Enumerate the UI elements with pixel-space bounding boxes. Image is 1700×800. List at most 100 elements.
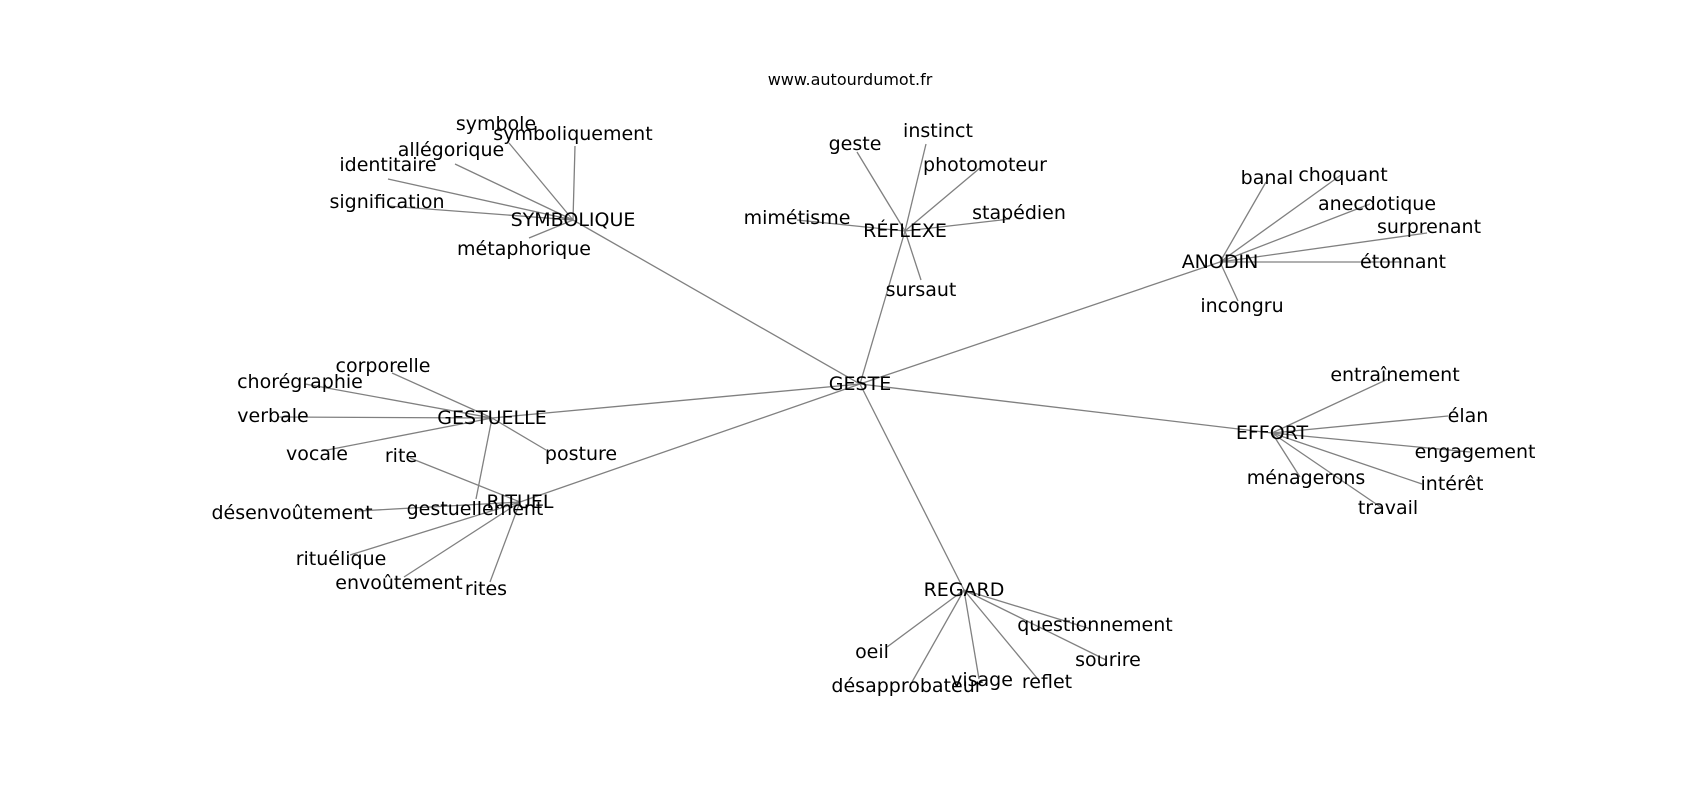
edge-hub-2-leaf-3 (1219, 232, 1428, 263)
leaf-node-label: entraînement (1330, 364, 1459, 386)
edge-hub-4-leaf-2 (349, 501, 521, 556)
edge-hub-5-leaf-0 (1271, 378, 1389, 434)
edge-hub-0-leaf-5 (528, 219, 574, 239)
leaf-node-label: incongru (1200, 295, 1283, 317)
leaf-node-label: rite (385, 445, 417, 467)
leaf-node-label: vocale (286, 443, 348, 465)
edge-hub-3-leaf-5 (475, 417, 493, 500)
edge-hub-5-leaf-4 (1271, 432, 1301, 478)
leaf-node-label: allégorique (398, 139, 504, 161)
leaf-node-label: sursaut (886, 279, 957, 301)
leaf-node-label: verbale (237, 405, 308, 427)
edge-hub-1-leaf-1 (904, 143, 927, 232)
edge-root-6 (859, 383, 965, 591)
edge-hub-1-leaf-2 (904, 167, 981, 232)
edge-hub-5-leaf-3 (1271, 432, 1423, 485)
edge-hub-6-leaf-1 (963, 589, 1107, 661)
leaf-node-label: rituélique (296, 548, 387, 570)
edge-hub-4-leaf-0 (409, 457, 521, 503)
edge-hub-6-leaf-5 (963, 589, 1038, 679)
edge-hub-0-leaf-2 (454, 163, 574, 221)
edge-hub-0-leaf-1 (572, 145, 576, 221)
edge-root-5 (859, 383, 1273, 434)
hub-node-label: GESTUELLE (437, 407, 546, 429)
edge-root-1 (859, 230, 906, 385)
leaf-node-label: symboliquement (493, 123, 652, 145)
leaf-node-label: reflet (1022, 671, 1072, 693)
edge-hub-6-leaf-4 (963, 589, 980, 680)
edge-hub-1-leaf-0 (856, 151, 906, 232)
edge-hub-3-leaf-4 (491, 417, 547, 451)
edge-hub-4-leaf-3 (403, 501, 521, 578)
leaf-node-label: élan (1448, 405, 1489, 427)
edge-hub-1-leaf-5 (904, 230, 922, 281)
edge-hub-3-leaf-0 (391, 372, 493, 419)
edge-hub-6-leaf-3 (911, 589, 965, 683)
hub-node-label: EFFORT (1236, 422, 1309, 444)
edge-hub-3-leaf-2 (277, 416, 493, 419)
edge-hub-3-leaf-1 (304, 383, 493, 419)
leaf-node-label: envoûtement (335, 572, 462, 594)
edge-root-2 (859, 261, 1221, 385)
leaf-node-label: geste (829, 133, 882, 155)
edge-root-0 (572, 219, 861, 385)
leaf-node-label: ménagerons (1247, 467, 1366, 489)
leaf-node-label: identitaire (339, 154, 436, 176)
edge-hub-0-leaf-4 (387, 205, 574, 221)
leaf-node-label: métaphorique (457, 238, 591, 260)
edge-hub-5-leaf-2 (1271, 432, 1471, 453)
hub-node-label: SYMBOLIQUE (511, 209, 636, 231)
edge-hub-5-leaf-5 (1271, 432, 1383, 509)
leaf-node-label: désenvoûtement (211, 502, 372, 524)
hub-node-label: REGARD (924, 579, 1005, 601)
leaf-node-label: anecdotique (1318, 193, 1436, 215)
edge-hub-1-leaf-4 (904, 218, 1011, 232)
hub-node-label: RÉFLEXE (863, 219, 947, 242)
leaf-node-label: posture (545, 443, 617, 465)
edge-hub-6-leaf-2 (886, 589, 965, 648)
leaf-node-label: questionnement (1017, 614, 1173, 636)
graph-labels: GESTE SYMBOLIQUE symbolesymboliquementallé… (211, 113, 1535, 697)
leaf-node-label: engagement (1415, 441, 1536, 463)
leaf-node-label: intérêt (1421, 473, 1484, 495)
graph-edges (277, 142, 1471, 683)
edge-hub-1-leaf-3 (796, 219, 906, 232)
leaf-node-label: étonnant (1360, 251, 1446, 273)
leaf-node-label: stapédien (972, 202, 1066, 224)
hub-node-label: RITUEL (487, 491, 554, 513)
leaf-node-label: gestuellement (407, 498, 544, 520)
leaf-node-label: symbole (456, 113, 536, 135)
leaf-node-label: surprenant (1377, 216, 1481, 238)
edge-hub-6-leaf-0 (963, 589, 1092, 630)
root-node-label: GESTE (829, 373, 891, 395)
leaf-node-label: instinct (903, 120, 973, 142)
leaf-node-label: mimétisme (744, 207, 851, 229)
edge-hub-2-leaf-2 (1219, 203, 1371, 263)
edge-hub-2-leaf-1 (1219, 174, 1342, 263)
leaf-node-label: oeil (855, 641, 889, 663)
edge-hub-0-leaf-0 (508, 142, 574, 221)
edge-hub-3-leaf-3 (321, 417, 493, 452)
leaf-node-label: travail (1358, 497, 1418, 519)
leaf-node-label: signification (329, 191, 444, 213)
leaf-node-label: désapprobateur (831, 675, 982, 697)
edge-hub-5-leaf-1 (1271, 415, 1449, 434)
leaf-node-label: banal (1241, 167, 1294, 189)
edge-hub-4-leaf-1 (357, 501, 521, 512)
leaf-node-label: corporelle (336, 355, 431, 377)
leaf-node-label: rites (465, 578, 507, 600)
leaf-node-label: choquant (1298, 164, 1387, 186)
hub-node-label: ANODIN (1182, 251, 1259, 273)
leaf-node-label: chorégraphie (237, 371, 363, 393)
edge-root-3 (491, 383, 861, 419)
source-url: www.autourdumot.fr (767, 70, 933, 89)
edge-hub-2-leaf-5 (1219, 261, 1239, 302)
edge-hub-0-leaf-3 (387, 178, 574, 221)
leaf-node-label: visage (951, 669, 1013, 691)
leaf-node-label: photomoteur (923, 154, 1047, 176)
edge-root-4 (519, 383, 861, 503)
leaf-node-label: sourire (1075, 649, 1141, 671)
edge-hub-4-leaf-4 (489, 501, 521, 583)
